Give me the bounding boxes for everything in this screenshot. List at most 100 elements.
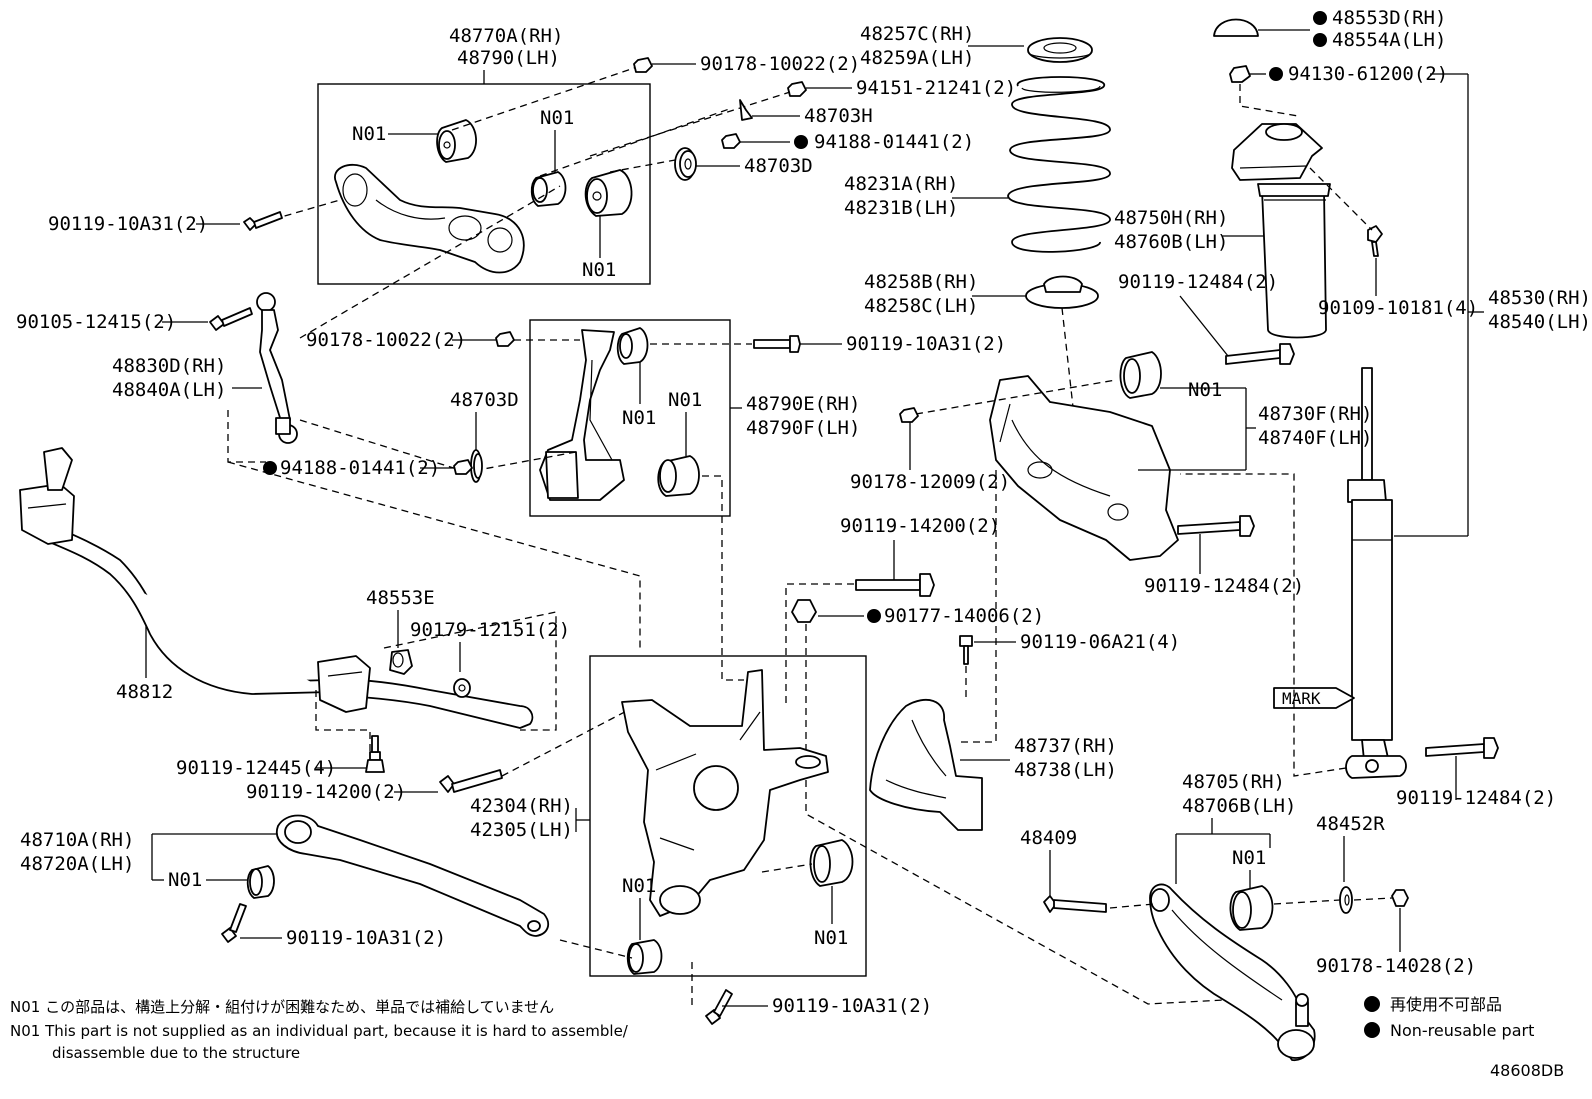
dust-cap-48553D bbox=[1213, 18, 1259, 37]
bolt-48409 bbox=[1043, 895, 1107, 913]
label-90178-14028: 90178-14028(2) bbox=[1316, 955, 1476, 977]
n01-label-1: N01 bbox=[352, 123, 386, 145]
bushing-48553E bbox=[389, 649, 413, 675]
label-48840A: 48840A(LH) bbox=[112, 379, 226, 401]
label-48790F: 48790F(LH) bbox=[746, 417, 860, 439]
label-48258C: 48258C(LH) bbox=[864, 295, 978, 317]
label-48409: 48409 bbox=[1020, 827, 1077, 849]
bolt-90119-12484-lower bbox=[1177, 515, 1255, 537]
label-90178-10022-top: 90178-10022(2) bbox=[700, 53, 860, 75]
bolt-90119-10A31-mid bbox=[753, 335, 801, 353]
note-n01-english-1: N01 This part is not supplied as an indi… bbox=[10, 1022, 629, 1040]
nut-90178-12009 bbox=[899, 407, 919, 423]
mark-tag: MARK bbox=[1273, 687, 1355, 709]
dust-boot-48750H bbox=[1257, 183, 1331, 339]
nut-90178-10022-mid bbox=[495, 331, 515, 347]
label-90119-12484-shock: 90119-12484(2) bbox=[1396, 787, 1556, 809]
nut-94188-mid bbox=[453, 459, 473, 475]
non-reusable-dot-94130 bbox=[1269, 67, 1283, 81]
label-90178-12009: 90178-12009(2) bbox=[850, 471, 1010, 493]
label-48553E: 48553E bbox=[366, 587, 435, 609]
label-48790: 48790(LH) bbox=[457, 47, 560, 69]
label-90105: 90105-12415(2) bbox=[16, 311, 176, 333]
label-90119-10A31-lower: 90119-10A31(2) bbox=[286, 927, 446, 949]
legend-non-reusable-en: Non-reusable part bbox=[1390, 1021, 1534, 1040]
legend-non-reusable-jp: 再使用不可部品 bbox=[1390, 995, 1502, 1014]
knuckle-bushing-lower bbox=[626, 939, 663, 975]
label-48259A: 48259A(LH) bbox=[860, 47, 974, 69]
nut-94151 bbox=[787, 81, 807, 97]
label-48790E: 48790E(RH) bbox=[746, 393, 860, 415]
label-94151: 94151-21241(2) bbox=[856, 77, 1016, 99]
bolt-90119-12445 bbox=[365, 735, 385, 773]
lower-arm-48705 bbox=[1149, 883, 1316, 1061]
label-48738: 48738(LH) bbox=[1014, 759, 1117, 781]
lower-spring-seat-part bbox=[1025, 275, 1099, 309]
upper-spring-seat-part bbox=[1027, 37, 1093, 63]
non-reusable-dot-94188-mid bbox=[263, 461, 277, 475]
label-48703D-top: 48703D bbox=[744, 155, 813, 177]
label-94188-mid: 94188-01441(2) bbox=[280, 457, 440, 479]
lower-link-group-box bbox=[529, 319, 731, 517]
legend-dot-en bbox=[1364, 1022, 1380, 1038]
bushing-48730F bbox=[1119, 351, 1162, 399]
upper-arm-bushing-1 bbox=[436, 119, 477, 163]
label-48703H: 48703H bbox=[804, 105, 873, 127]
mark-label: MARK bbox=[1282, 689, 1321, 708]
label-48730F: 48730F(RH) bbox=[1258, 403, 1372, 425]
bolt-90119-12484-upper bbox=[1225, 343, 1295, 365]
nut-90177 bbox=[791, 599, 817, 623]
bolt-90119-06A21 bbox=[959, 635, 973, 665]
label-90177: 90177-14006(2) bbox=[884, 605, 1044, 627]
bolt-90109 bbox=[1367, 225, 1383, 257]
label-48720A: 48720A(LH) bbox=[20, 853, 134, 875]
label-48231A: 48231A(RH) bbox=[844, 173, 958, 195]
knuckle-bushing-right bbox=[809, 839, 854, 887]
n01-label-9: N01 bbox=[168, 869, 202, 891]
label-48257C: 48257C(RH) bbox=[860, 23, 974, 45]
diagram-code: 48608DB bbox=[1490, 1061, 1564, 1080]
nut-90179 bbox=[453, 678, 471, 698]
label-90119-12484-lower: 90119-12484(2) bbox=[1144, 575, 1304, 597]
washer-48703D-top bbox=[674, 147, 697, 181]
nut-90178-10022-top bbox=[633, 57, 653, 73]
lower-link-bushing-1 bbox=[616, 327, 649, 365]
bolt-90119-14200-lower bbox=[439, 769, 503, 793]
label-48830D: 48830D(RH) bbox=[112, 355, 226, 377]
label-90179: 90179-12151(2) bbox=[410, 619, 570, 641]
n01-label-7: N01 bbox=[814, 927, 848, 949]
nut-94188-top bbox=[721, 133, 741, 149]
stabilizer-bar-48812 bbox=[19, 447, 534, 729]
label-48540: 48540(LH) bbox=[1488, 311, 1591, 333]
label-90119-10A31-upper: 90119-10A31(2) bbox=[48, 213, 208, 235]
shock-absorber-part bbox=[1345, 367, 1407, 779]
upper-arm-bushing-3 bbox=[584, 169, 633, 217]
n01-label-5: N01 bbox=[668, 389, 702, 411]
label-90109: 90109-10181(4) bbox=[1318, 297, 1478, 319]
stabilizer-link-part bbox=[256, 292, 298, 444]
coil-spring-part bbox=[1007, 76, 1111, 253]
label-48554A: 48554A(LH) bbox=[1332, 29, 1446, 51]
label-48705: 48705(RH) bbox=[1182, 771, 1285, 793]
label-90119-10A31-bottom: 90119-10A31(2) bbox=[772, 995, 932, 1017]
label-48737: 48737(RH) bbox=[1014, 735, 1117, 757]
label-90119-12445: 90119-12445(4) bbox=[176, 757, 336, 779]
label-48812: 48812 bbox=[116, 681, 173, 703]
label-48703D-mid: 48703D bbox=[450, 389, 519, 411]
bolt-90119-12484-shock bbox=[1425, 737, 1499, 759]
knuckle-42304 bbox=[621, 669, 829, 917]
label-48710A: 48710A(RH) bbox=[20, 829, 134, 851]
label-94188-top: 94188-01441(2) bbox=[814, 131, 974, 153]
n01-label-3: N01 bbox=[582, 259, 616, 281]
washer-48703D-mid bbox=[470, 449, 483, 483]
knuckle-group-box bbox=[589, 655, 867, 977]
label-48706B: 48706B(LH) bbox=[1182, 795, 1296, 817]
upper-arm-bushing-2 bbox=[530, 171, 567, 207]
bolt-90105 bbox=[209, 307, 253, 331]
label-48452R: 48452R bbox=[1316, 813, 1385, 835]
n01-label-10: N01 bbox=[1232, 847, 1266, 869]
lower-link-48710A bbox=[275, 814, 550, 937]
nut-94130 bbox=[1229, 65, 1251, 83]
bolt-90119-10A31-lower bbox=[221, 903, 247, 943]
